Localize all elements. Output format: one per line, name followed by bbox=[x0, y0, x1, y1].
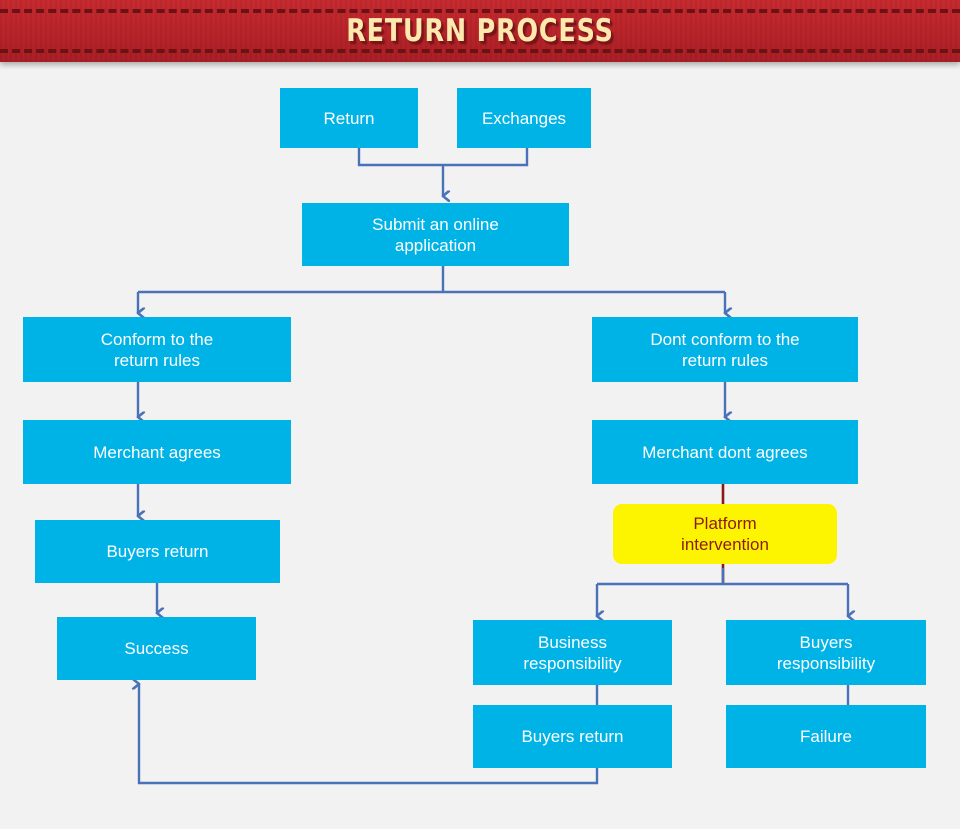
node-return-label: Return bbox=[323, 108, 375, 128]
node-failure-label: Failure bbox=[800, 727, 852, 746]
node-business-responsibility[interactable]: Business responsibility bbox=[473, 620, 672, 685]
node-success[interactable]: Success bbox=[57, 617, 256, 680]
node-buyers-return-left-label: Buyers return bbox=[106, 542, 209, 561]
node-merchant-agrees-label: Merchant agrees bbox=[93, 442, 221, 462]
node-submit-application[interactable]: Submit an online application bbox=[302, 203, 569, 266]
node-dont-conform-line2: return rules bbox=[682, 350, 768, 370]
node-dont-conform-line1: Dont conform to the bbox=[650, 329, 800, 349]
edge-feedback-to-success bbox=[139, 684, 599, 785]
node-buyers-return-left[interactable]: Buyers return bbox=[35, 520, 280, 583]
node-platform-line1: Platform bbox=[693, 514, 757, 533]
node-buyers-responsibility[interactable]: Buyers responsibility bbox=[726, 620, 926, 685]
node-failure[interactable]: Failure bbox=[726, 705, 926, 768]
node-exchanges[interactable]: Exchanges bbox=[457, 88, 591, 148]
node-buyers-resp-line1: Buyers bbox=[799, 632, 853, 652]
page-title: RETURN PROCESS bbox=[346, 13, 614, 49]
node-conform-rules[interactable]: Conform to the return rules bbox=[23, 317, 291, 382]
node-submit-line1: Submit an online bbox=[372, 214, 499, 234]
node-buyers-resp-line2: responsibility bbox=[776, 653, 876, 673]
header-banner: RETURN PROCESS bbox=[0, 0, 960, 62]
banner-stitch-bottom bbox=[0, 49, 960, 53]
node-business-resp-line2: responsibility bbox=[523, 653, 622, 673]
node-return[interactable]: Return bbox=[280, 88, 418, 148]
node-platform-line2: intervention bbox=[681, 535, 769, 554]
node-buyers-return-right-label: Buyers return bbox=[521, 727, 624, 746]
node-merchant-dont-agrees[interactable]: Merchant dont agrees bbox=[592, 420, 858, 484]
node-success-label: Success bbox=[124, 639, 189, 658]
node-merchant-agrees[interactable]: Merchant agrees bbox=[23, 420, 291, 484]
node-conform-line1: Conform to the bbox=[100, 329, 214, 349]
node-platform-intervention[interactable]: Platform intervention bbox=[613, 504, 837, 564]
node-conform-line2: return rules bbox=[114, 350, 200, 370]
node-submit-line2: application bbox=[394, 235, 477, 255]
node-business-resp-line1: Business bbox=[538, 632, 607, 652]
node-merchant-dont-agrees-label: Merchant dont agrees bbox=[642, 442, 808, 462]
node-buyers-return-right[interactable]: Buyers return bbox=[473, 705, 672, 768]
node-exchanges-label: Exchanges bbox=[481, 108, 567, 128]
node-dont-conform-rules[interactable]: Dont conform to the return rules bbox=[592, 317, 858, 382]
banner-stitch-top bbox=[0, 9, 960, 13]
edge-return-exchanges-join bbox=[357, 148, 529, 167]
